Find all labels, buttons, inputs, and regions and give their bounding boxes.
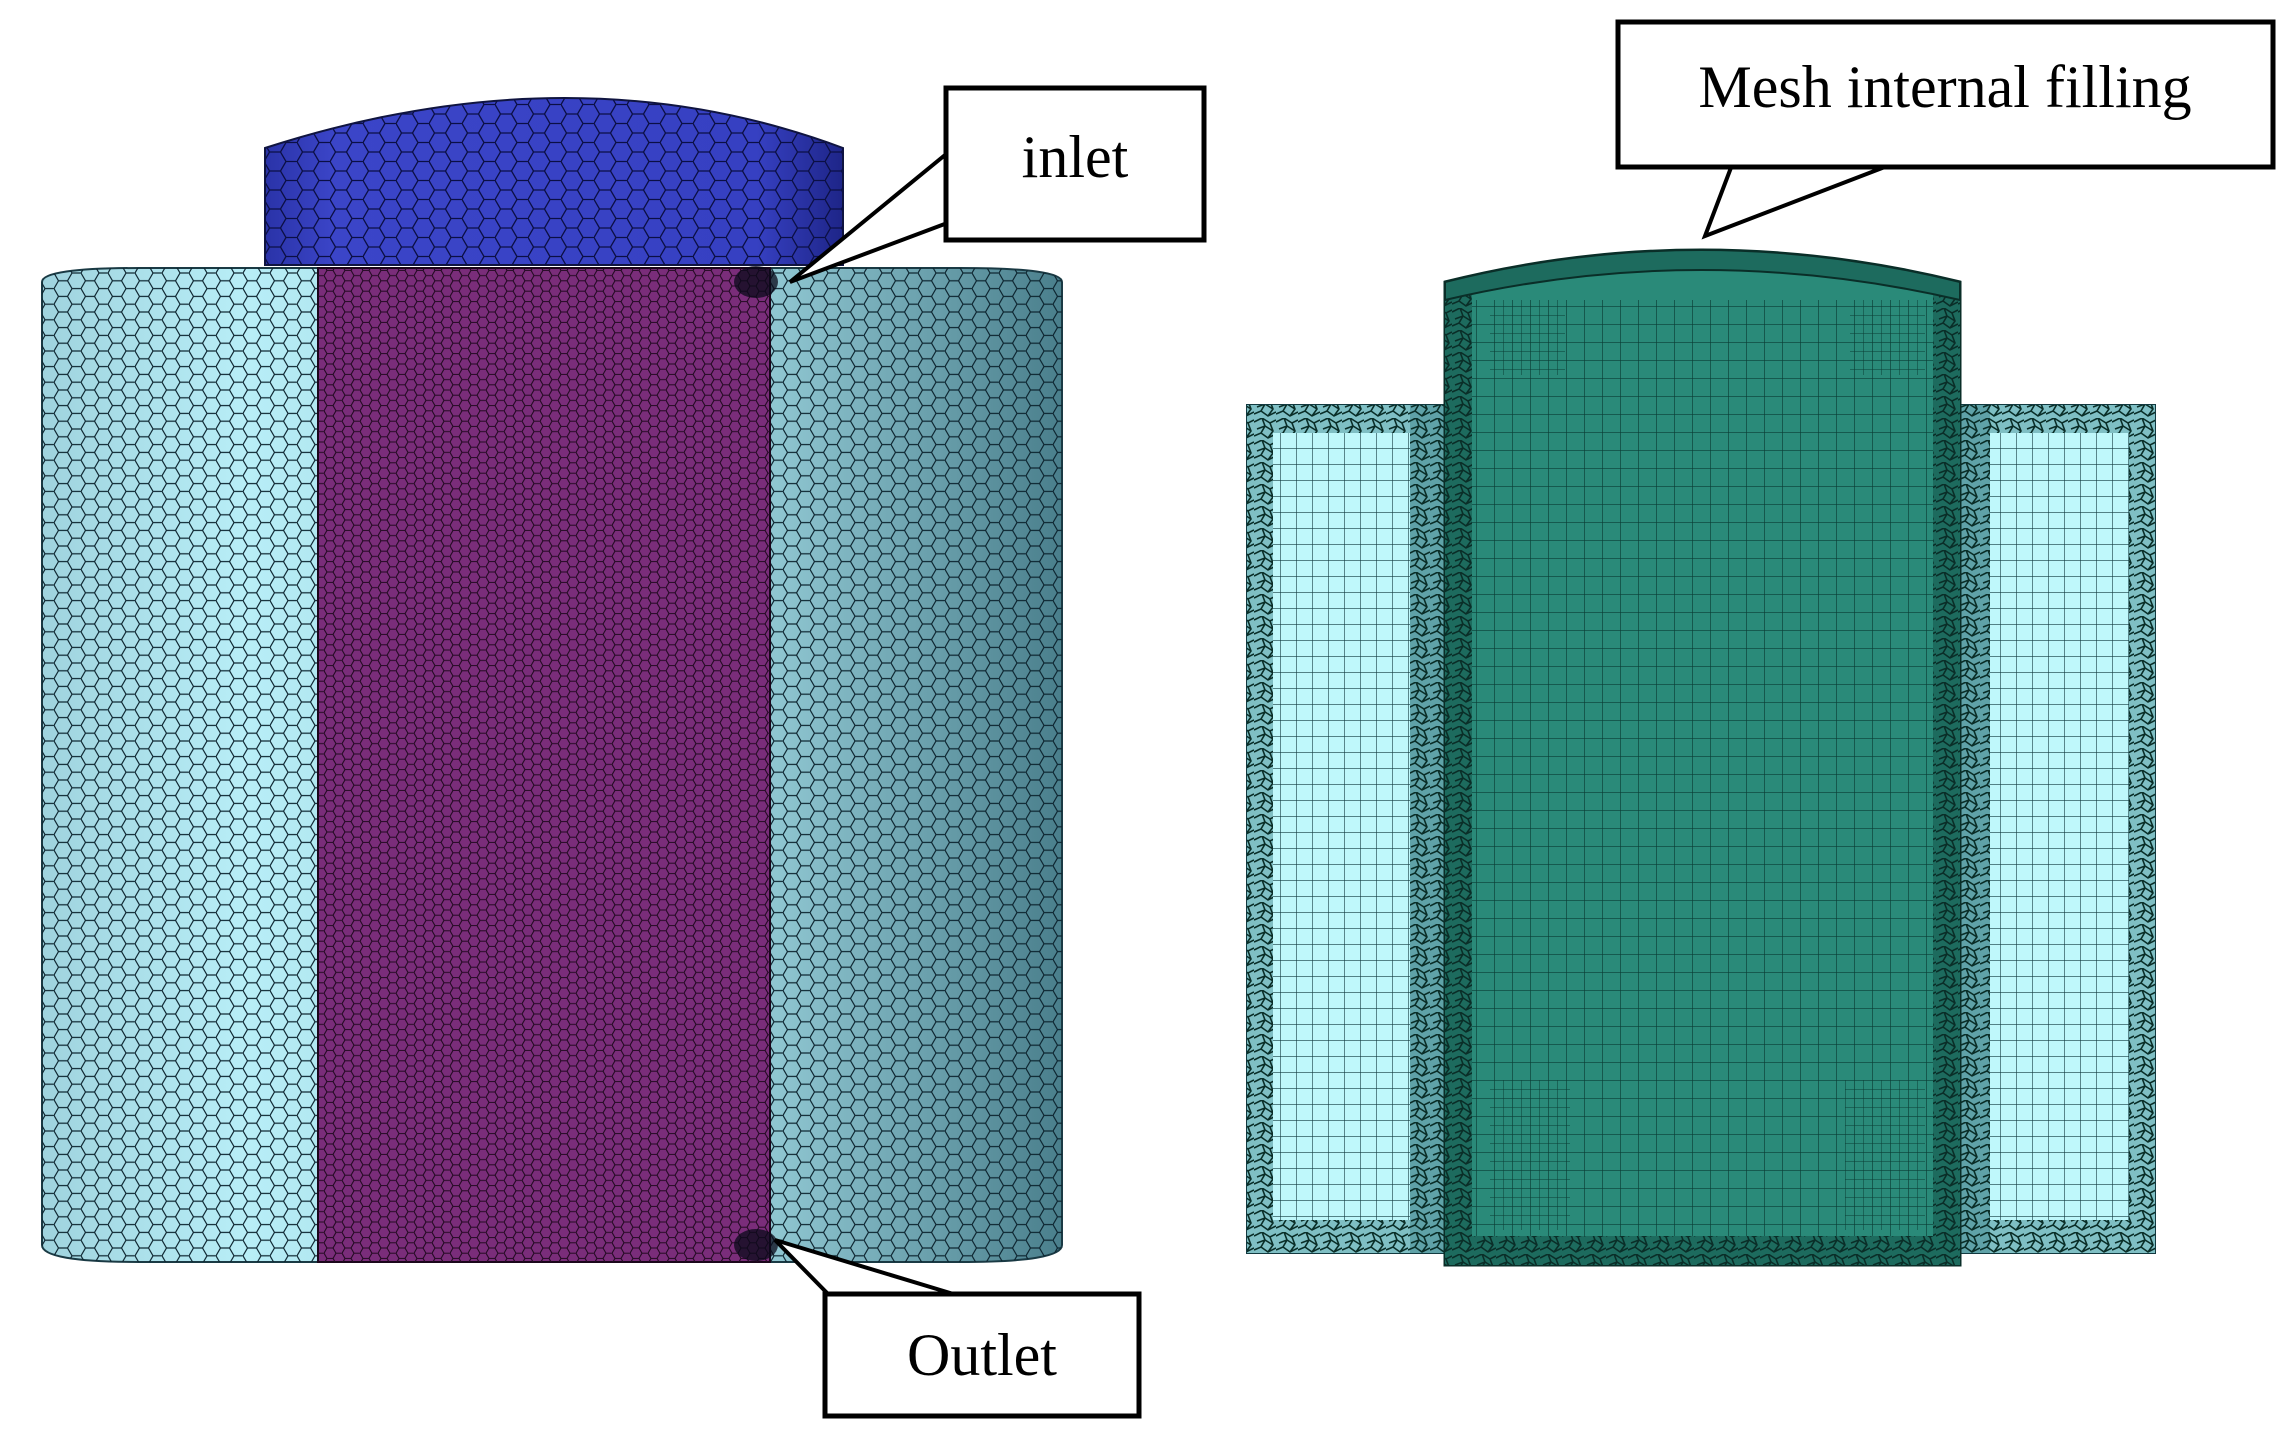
- outlet-callout: Outlet: [773, 1238, 1142, 1419]
- mesh-internal-filling-callout: Mesh internal filling: [1615, 19, 2276, 240]
- left-mesh-model: [41, 97, 1063, 1263]
- inlet-refinement: [734, 266, 778, 298]
- right-mesh-model: [1246, 248, 2156, 1267]
- inlet-label: inlet: [1022, 124, 1129, 190]
- left-model-core: [317, 267, 771, 1263]
- inlet-callout: inlet: [788, 85, 1207, 284]
- outlet-label: Outlet: [907, 1322, 1057, 1388]
- right-model-core: [1443, 248, 1962, 1267]
- mesh-internal-filling-label: Mesh internal filling: [1698, 54, 2191, 120]
- left-model-cap: [264, 97, 844, 266]
- outlet-refinement: [734, 1229, 778, 1261]
